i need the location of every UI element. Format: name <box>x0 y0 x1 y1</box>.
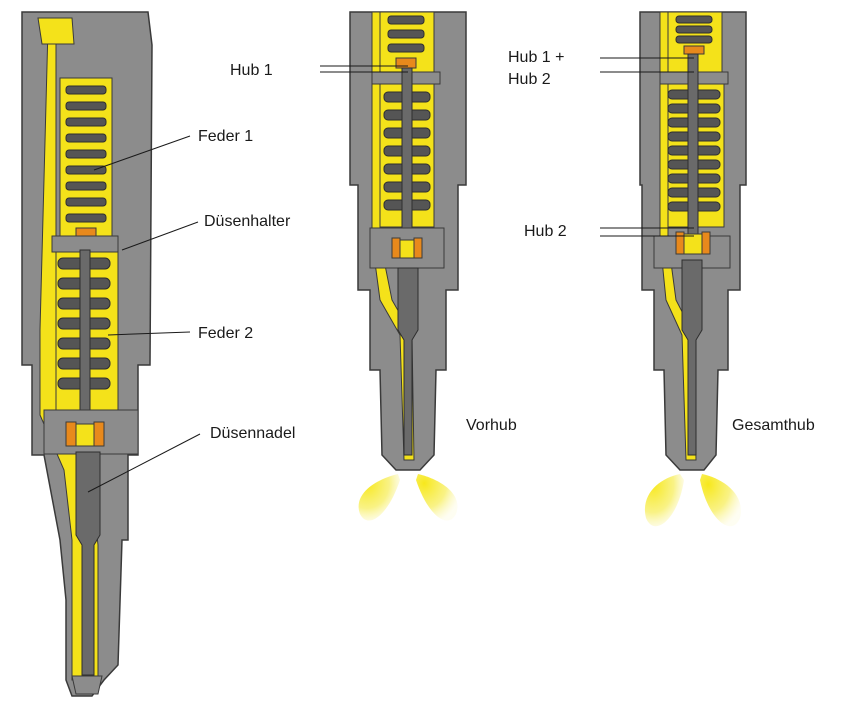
left-spring-1 <box>65 85 107 223</box>
right-seat-right <box>701 231 711 255</box>
mid-spray-right <box>416 474 458 521</box>
right-needle <box>681 259 703 456</box>
leader-duesenhalter <box>121 221 199 251</box>
right-rod <box>687 53 699 245</box>
right-spray-left <box>644 474 684 527</box>
right-top-spring <box>675 15 713 44</box>
mid-fuel-line <box>366 11 415 461</box>
injector-gesamthub <box>639 11 747 527</box>
label-hub2: Hub 2 <box>524 223 567 240</box>
leader-duesennadel <box>87 433 201 493</box>
right-spray-right <box>700 474 741 527</box>
leader-feder1 <box>93 135 191 171</box>
leader-lines <box>87 57 694 493</box>
label-hub1-plus: Hub 1 + <box>508 49 564 66</box>
mid-needle <box>397 267 419 456</box>
mid-plate-2 <box>369 227 445 269</box>
left-nozzle-tip <box>71 675 103 695</box>
label-duesenhalter: Düsenhalter <box>204 213 291 230</box>
label-vorhub: Vorhub <box>466 417 517 434</box>
right-fuel-line <box>654 11 697 461</box>
mid-rod <box>401 67 413 249</box>
mid-top-spring <box>387 15 425 53</box>
mid-seat-right <box>413 237 423 259</box>
left-push-rod <box>79 249 91 421</box>
label-gesamthub: Gesamthub <box>732 417 815 434</box>
label-hub1: Hub 1 <box>230 62 273 79</box>
mid-seat-left <box>391 237 401 259</box>
left-nozzle-needle <box>75 451 101 676</box>
left-seat-right <box>93 421 105 447</box>
right-seat-left <box>675 231 685 255</box>
injector-vorhub <box>349 11 467 521</box>
right-seat-center <box>683 233 703 255</box>
label-hub2-top: Hub 2 <box>508 71 551 88</box>
left-seat-center <box>75 423 95 447</box>
label-feder2: Feder 2 <box>198 325 253 342</box>
label-feder1: Feder 1 <box>198 128 253 145</box>
left-seat-left <box>65 421 77 447</box>
leader-feder2 <box>107 331 191 336</box>
injector-full <box>21 11 153 697</box>
right-top-seat <box>683 45 705 55</box>
mid-seat-center <box>399 239 415 259</box>
label-duesennadel: Düsennadel <box>210 425 295 442</box>
mid-spray-left <box>358 474 400 521</box>
left-fuel-inlet <box>37 17 75 45</box>
